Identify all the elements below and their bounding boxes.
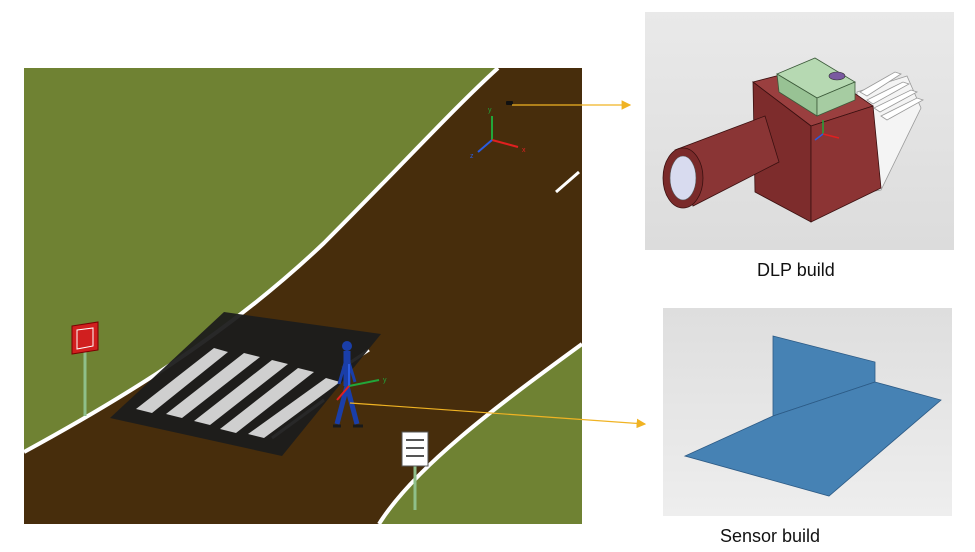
road-edge-right [377,342,582,524]
coordinate-axes-icon: y x z [470,107,526,160]
road-edge-left [24,68,500,454]
crosswalk [110,312,381,456]
dlp-chip-window [828,71,846,81]
sensor-build-render [663,308,952,516]
sensor-base-plate [683,381,942,497]
coordinate-axes-icon [814,120,840,141]
coordinate-axes-icon: y [336,364,387,401]
axis-label-y: y [488,107,492,114]
dlp-lens-glass [669,155,697,201]
pedestrian-figure [333,341,363,428]
info-sign-icon [401,431,429,510]
lane-dash-top [555,170,580,194]
road-scene: y x z y [24,68,582,524]
dlp-build-render [645,12,954,250]
dlp-chip-side [816,81,856,117]
dlp-build-caption: DLP build [757,260,835,280]
crosswalk-stripe [194,360,288,425]
crosswalk-stripe [248,378,340,438]
crosswalk-stripe [220,368,314,433]
axis-label-y: y [383,377,387,384]
crosswalk-stripe [136,348,228,413]
warning-sign-icon [71,321,99,416]
crosswalk-stripe [166,353,260,418]
sensor-build-caption: Sensor build [720,526,821,546]
dlp-marker [506,101,513,105]
axis-label-x: x [522,147,526,154]
axis-label-z: z [470,153,474,160]
